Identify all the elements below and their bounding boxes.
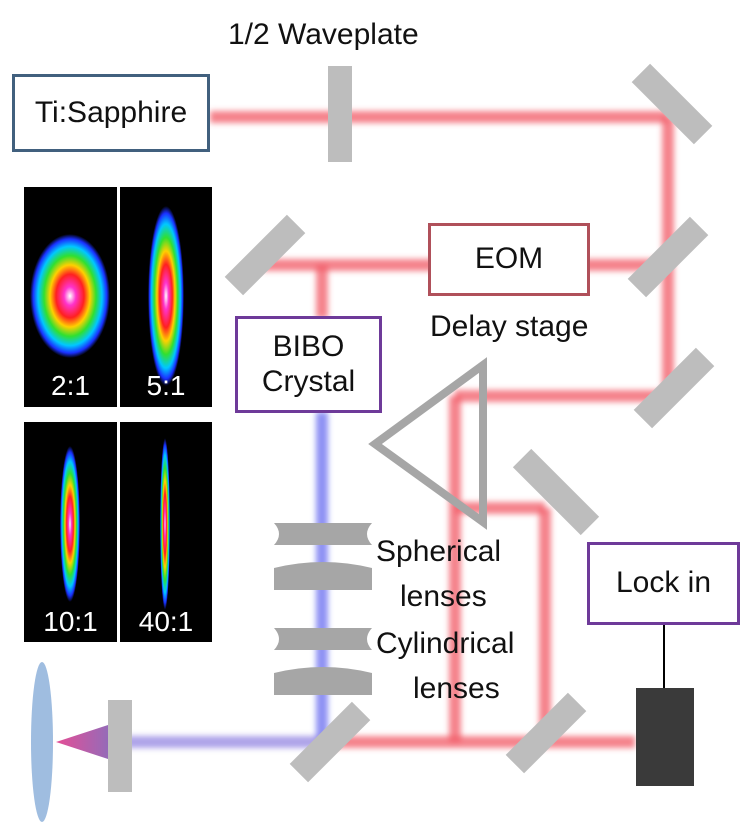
spherical-lens-convex: [274, 562, 372, 590]
cylindrical-lens-convex: [274, 667, 372, 695]
bibo-label-line2: Crystal: [261, 364, 356, 398]
mirror-top-left: [224, 214, 306, 296]
lock-in-label: Lock in: [615, 566, 712, 600]
ti-sapphire-box: Ti:Sapphire: [12, 74, 210, 152]
mirror-top-right: [631, 63, 713, 145]
bottom-waveplate: [108, 700, 132, 792]
lock-in-box: Lock in: [587, 542, 740, 625]
eom-box: EOM: [428, 223, 590, 296]
mirror-bottom-center: [289, 701, 371, 783]
eom-label: EOM: [474, 242, 544, 276]
spherical-lens-concave: [274, 523, 372, 545]
mirror-bottom-right: [505, 692, 587, 774]
mirrors: [224, 63, 715, 783]
cylindrical-label-line1: Cylindrical: [376, 627, 515, 660]
spherical-label-line1: Spherical: [376, 535, 502, 568]
profile-spot-2-1: [30, 234, 110, 358]
spherical-label-line2: lenses: [400, 580, 487, 613]
detector: [636, 688, 694, 786]
half-waveplate: [328, 66, 352, 162]
mirror-delay-right: [512, 448, 600, 536]
profile-spot-5-1: [148, 206, 184, 386]
profile-ratio-40-1: 40:1: [138, 606, 194, 637]
delay-stage-prism: [368, 357, 487, 530]
bibo-label-line1: BIBO: [272, 330, 345, 363]
delay-stage-label: Delay stage: [430, 310, 589, 343]
profile-ratio-10-1: 10:1: [43, 606, 98, 637]
beam-profiles: [24, 187, 212, 642]
mirror-right-lower: [633, 347, 715, 429]
mirror-right-middle: [627, 216, 709, 298]
target-lens: [31, 662, 53, 822]
cylindrical-label-line2: lenses: [413, 672, 500, 705]
cylindrical-lens-concave: [274, 628, 372, 650]
focus-cone: [56, 725, 108, 759]
profile-spot-40-1: [160, 438, 170, 610]
profile-ratio-2-1: 2:1: [51, 370, 90, 401]
profile-spot-10-1: [60, 446, 80, 602]
waveplate-label: 1/2 Waveplate: [228, 18, 419, 51]
ti-sapphire-label: Ti:Sapphire: [34, 95, 188, 129]
profile-ratio-5-1: 5:1: [146, 370, 186, 401]
bibo-crystal-box: BIBO Crystal: [235, 316, 382, 413]
lens-stack: [274, 523, 372, 695]
